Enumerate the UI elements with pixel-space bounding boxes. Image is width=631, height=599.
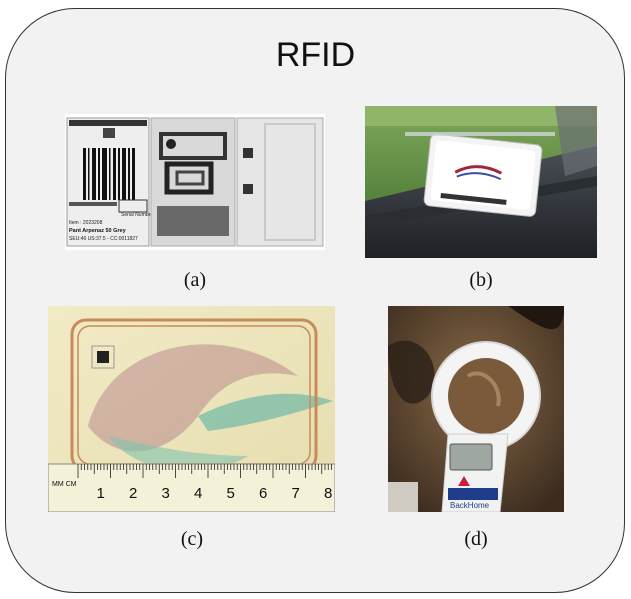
ruler-number: 7 — [292, 485, 300, 502]
ruler-number: 3 — [162, 485, 170, 502]
ruler-ticks — [77, 464, 332, 478]
ruler-number: 6 — [259, 485, 267, 502]
tag-size-text: SEU:46 US:37.5 - CC:0011827 — [69, 236, 138, 242]
ruler-number: 2 — [129, 485, 137, 502]
reader-brand-label: BackHome — [450, 501, 490, 510]
photo-c-rfid-card-with-ruler: MM CM 1 2 3 4 5 6 7 8 — [48, 306, 335, 512]
ruler-number: 5 — [227, 485, 235, 502]
ruler-number: 1 — [97, 485, 105, 502]
caption-d: (d) — [464, 528, 488, 550]
tag-serial-text: Serial Number — [121, 212, 153, 218]
ruler-unit-label: MM CM — [52, 481, 77, 488]
caption-b: (b) — [469, 269, 493, 291]
caption-c: (c) — [180, 528, 204, 550]
photo-d-pet-chip-reader: BackHome — [388, 306, 564, 512]
ruler-numbers: 1 2 3 4 5 6 7 8 — [97, 485, 333, 502]
caption-a: (a) — [183, 269, 207, 291]
photo-a-clothing-tags: Serial Number Item : 2023208 Pant Arpena… — [65, 114, 325, 250]
ruler-number: 4 — [194, 485, 202, 502]
tag-product-text: Pant Arpenaz 50 Grey — [69, 228, 127, 234]
photo-b-car-windshield-tag — [365, 106, 597, 258]
ruler-number: 8 — [324, 485, 332, 502]
figure-title: RFID — [275, 36, 356, 74]
tag-item-text: Item : 2023208 — [69, 220, 103, 226]
